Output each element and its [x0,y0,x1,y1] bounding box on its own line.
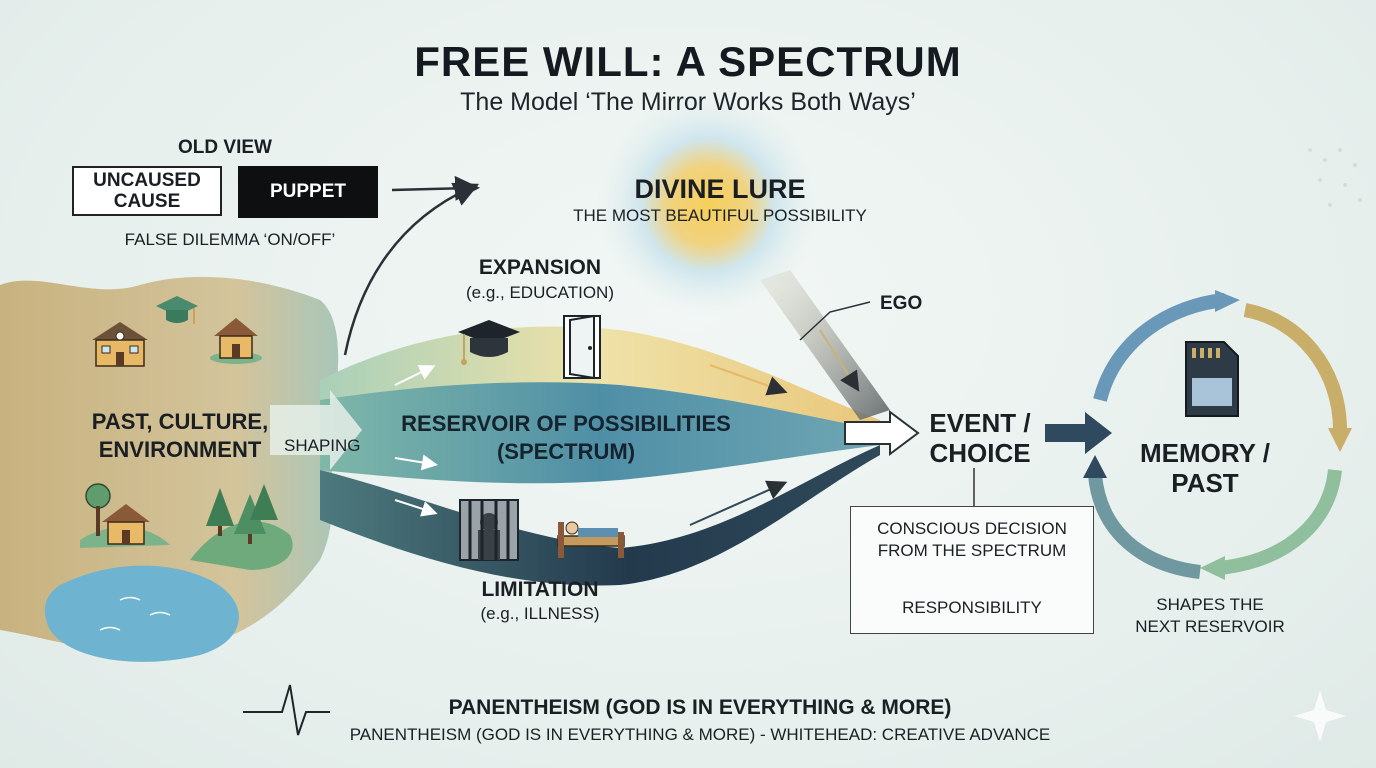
uncaused-cause-box: UNCAUSED CAUSE [72,166,222,216]
hospital-bed-icon [554,512,628,562]
decision-text: CONSCIOUS DECISION FROM THE SPECTRUM [850,518,1094,562]
lake [45,566,239,662]
graduation-cap-icon-2 [456,316,522,374]
decision-line-1: CONSCIOUS DECISION [850,518,1094,540]
footer-subtitle: PANENTHEISM (GOD IS IN EVERYTHING & MORE… [280,725,1120,745]
past-label: PAST, CULTURE, ENVIRONMENT [70,408,290,464]
divine-lure-title: DIVINE LURE [560,174,880,205]
puppet-box: PUPPET [238,166,378,218]
limitation-title: LIMITATION [420,578,660,602]
shapes-next-line-1: SHAPES THE [1110,594,1310,616]
prison-bars-icon [456,496,522,564]
door-icon [560,312,606,382]
graduation-cap-icon [152,292,202,332]
expansion-title: EXPANSION [420,256,660,280]
limitation-example: (e.g., ILLNESS) [420,604,660,624]
reservoir-line-2: (SPECTRUM) [376,438,756,466]
expansion-example: (e.g., EDUCATION) [420,283,660,303]
house-icon [208,312,264,364]
dot-texture [1308,148,1362,207]
memory-past-label: MEMORY / PAST [1120,438,1290,498]
footer-title: PANENTHEISM (GOD IS IN EVERYTHING & MORE… [320,696,1080,720]
shapes-next-label: SHAPES THE NEXT RESERVOIR [1110,594,1310,638]
school-house-icon [88,318,152,368]
sparkle-icon [1294,690,1346,742]
page-title: FREE WILL: A SPECTRUM [0,38,1376,86]
event-line-2: CHOICE [900,438,1060,468]
reservoir-label: RESERVOIR OF POSSIBILITIES (SPECTRUM) [376,410,756,466]
decision-line-2: FROM THE SPECTRUM [850,540,1094,562]
page-subtitle: The Model ‘The Mirror Works Both Ways’ [0,88,1376,117]
memory-line-2: PAST [1120,468,1290,498]
memory-line-1: MEMORY / [1120,438,1290,468]
past-line-1: PAST, CULTURE, [70,408,290,436]
sd-card-icon [1180,338,1242,420]
old-view-label: OLD VIEW [150,137,300,159]
shaping-label: SHAPING [284,436,361,456]
shapes-next-line-2: NEXT RESERVOIR [1110,616,1310,638]
event-choice-label: EVENT / CHOICE [900,408,1060,468]
divine-lure-subtitle: THE MOST BEAUTIFUL POSSIBILITY [520,206,920,226]
ego-label: EGO [880,293,922,315]
house-icon-2 [96,500,156,548]
loop-arc-gold [1245,310,1340,430]
responsibility-label: RESPONSIBILITY [850,598,1094,618]
reservoir-line-1: RESERVOIR OF POSSIBILITIES [376,410,756,438]
pine-trees-icon [200,484,280,550]
event-line-1: EVENT / [900,408,1060,438]
past-line-2: ENVIRONMENT [70,436,290,464]
false-dilemma-label: FALSE DILEMMA ‘ON/OFF’ [60,230,400,250]
